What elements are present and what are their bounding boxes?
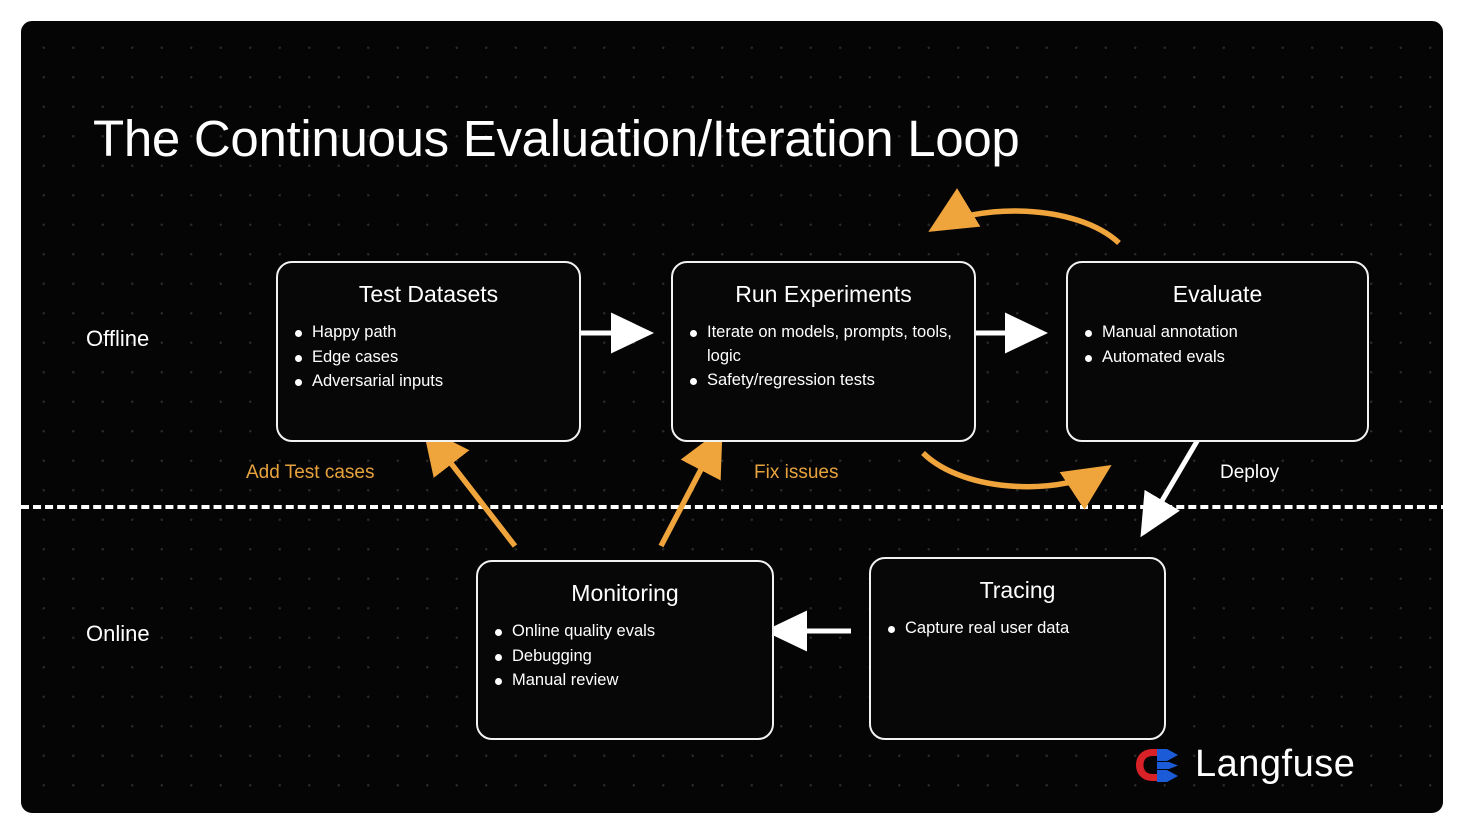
arrow-loop-experiments-to-evaluate	[921, 451, 1112, 510]
lane-label-offline: Offline	[86, 326, 150, 351]
list-item: Edge cases	[295, 346, 565, 370]
page-title: The Continuous Evaluation/Iteration Loop	[93, 110, 1020, 167]
node-monitoring[interactable]: Monitoring Online quality evals Debuggin…	[476, 560, 774, 740]
node-title: Evaluate	[1172, 281, 1263, 307]
node-test-datasets[interactable]: Test Datasets Happy path Edge cases Adve…	[276, 261, 581, 442]
node-bullet-list: Manual annotation Automated evals	[1068, 321, 1367, 370]
node-title: Run Experiments	[735, 281, 912, 307]
node-bullet-list: Iterate on models, prompts, tools, logic…	[673, 321, 974, 394]
langfuse-logo-text: Langfuse	[1195, 743, 1356, 785]
list-item: Safety/regression tests	[690, 369, 960, 393]
node-evaluate[interactable]: Evaluate Manual annotation Automated eva…	[1066, 261, 1369, 442]
arrow-monitoring-to-datasets	[422, 426, 518, 548]
list-item: Iterate on models, prompts, tools, logic	[690, 321, 960, 369]
list-item: Happy path	[295, 321, 565, 345]
langfuse-logo: Langfuse	[1133, 743, 1355, 786]
node-bullet-list: Online quality evals Debugging Manual re…	[478, 620, 772, 694]
diagram-canvas: The Continuous Evaluation/Iteration Loop…	[18, 18, 1446, 816]
arrow-evaluate-to-tracing-deploy	[1140, 424, 1209, 538]
node-title: Test Datasets	[358, 281, 499, 307]
node-bullet-list: Capture real user data	[871, 617, 1164, 641]
edge-label-deploy: Deploy	[1220, 462, 1280, 483]
node-title: Monitoring	[571, 580, 679, 606]
lane-label-online: Online	[86, 621, 150, 646]
node-tracing[interactable]: Tracing Capture real user data	[869, 557, 1166, 740]
list-item: Automated evals	[1085, 346, 1353, 370]
list-item: Online quality evals	[495, 620, 758, 644]
list-item: Manual review	[495, 669, 758, 693]
edge-label-fix-issues: Fix issues	[754, 462, 839, 483]
langfuse-logo-icon	[1136, 748, 1178, 782]
edge-label-add-test-cases: Add Test cases	[246, 462, 375, 483]
arrow-loop-evaluate-to-experiments	[928, 188, 1121, 246]
list-item: Capture real user data	[888, 617, 1150, 641]
node-title: Tracing	[979, 577, 1056, 603]
offline-online-divider	[21, 505, 1443, 509]
list-item: Adversarial inputs	[295, 370, 565, 394]
list-item: Debugging	[495, 645, 758, 669]
arrow-monitoring-to-experiments	[658, 428, 723, 548]
list-item: Manual annotation	[1085, 321, 1353, 345]
node-run-experiments[interactable]: Run Experiments Iterate on models, promp…	[671, 261, 976, 442]
node-bullet-list: Happy path Edge cases Adversarial inputs	[278, 321, 579, 395]
